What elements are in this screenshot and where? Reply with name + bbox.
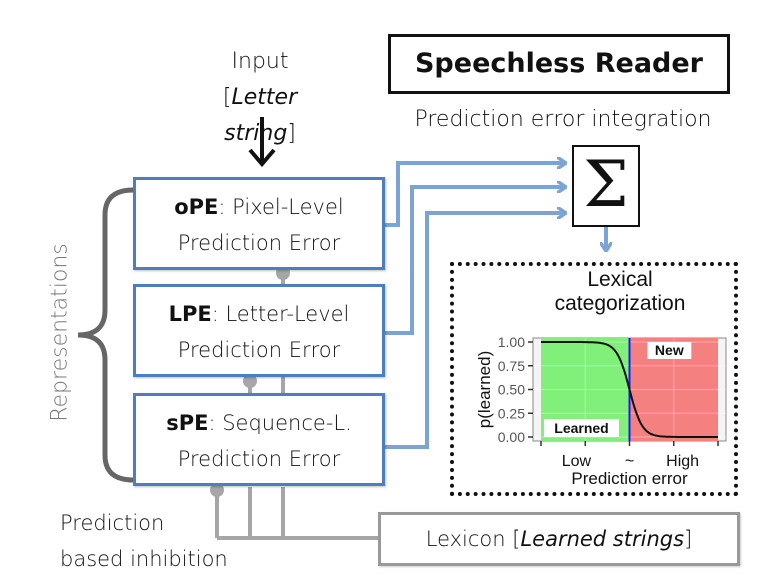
y-tick-label: 0.50	[498, 382, 525, 398]
model-title: Speechless Reader	[388, 34, 730, 94]
inhibition-connectors	[210, 266, 378, 540]
x-tick-label: Low	[562, 453, 592, 470]
lpe-box: LPE: Letter-Level Prediction Error	[133, 284, 385, 377]
input-subtitle: [Letter string]	[222, 85, 298, 146]
logistic-curve	[541, 341, 718, 438]
integration-label: Prediction error integration	[414, 107, 712, 132]
representations-brace	[77, 187, 134, 483]
lexicon-box: Lexicon [Learned strings]	[378, 512, 740, 566]
inhibition-label: Prediction based inhibition	[60, 511, 228, 571]
y-tick-label: 0.25	[498, 405, 525, 421]
input-label: Input [Letter string]	[190, 44, 330, 152]
lexical-categorization-panel	[450, 262, 738, 496]
chart-title: Lexical categorization	[554, 268, 686, 315]
sigma-icon: Σ	[572, 145, 640, 227]
x-axis-label: Prediction error	[571, 469, 688, 488]
ope-box: oPE: Pixel-Level Prediction Error	[133, 177, 385, 270]
x-tick-label: ~	[625, 453, 634, 470]
y-tick-label: 0.75	[498, 358, 525, 374]
input-arrow	[248, 117, 276, 168]
y-axis-label: p(learned)	[475, 351, 494, 429]
region-label-new: New	[655, 342, 684, 358]
new-label-bg	[647, 342, 692, 359]
input-title: Input	[231, 49, 289, 74]
spe-box: sPE: Sequence-L. Prediction Error	[133, 393, 385, 486]
y-tick-label: 1.00	[498, 334, 525, 350]
representations-label: Representations	[47, 243, 73, 422]
x-tick-label: High	[666, 453, 699, 470]
learned-label-bg	[544, 419, 619, 437]
y-tick-label: 0.00	[498, 429, 525, 445]
region-label-learned: Learned	[554, 420, 608, 436]
pe-to-sigma-arrows	[385, 163, 606, 449]
